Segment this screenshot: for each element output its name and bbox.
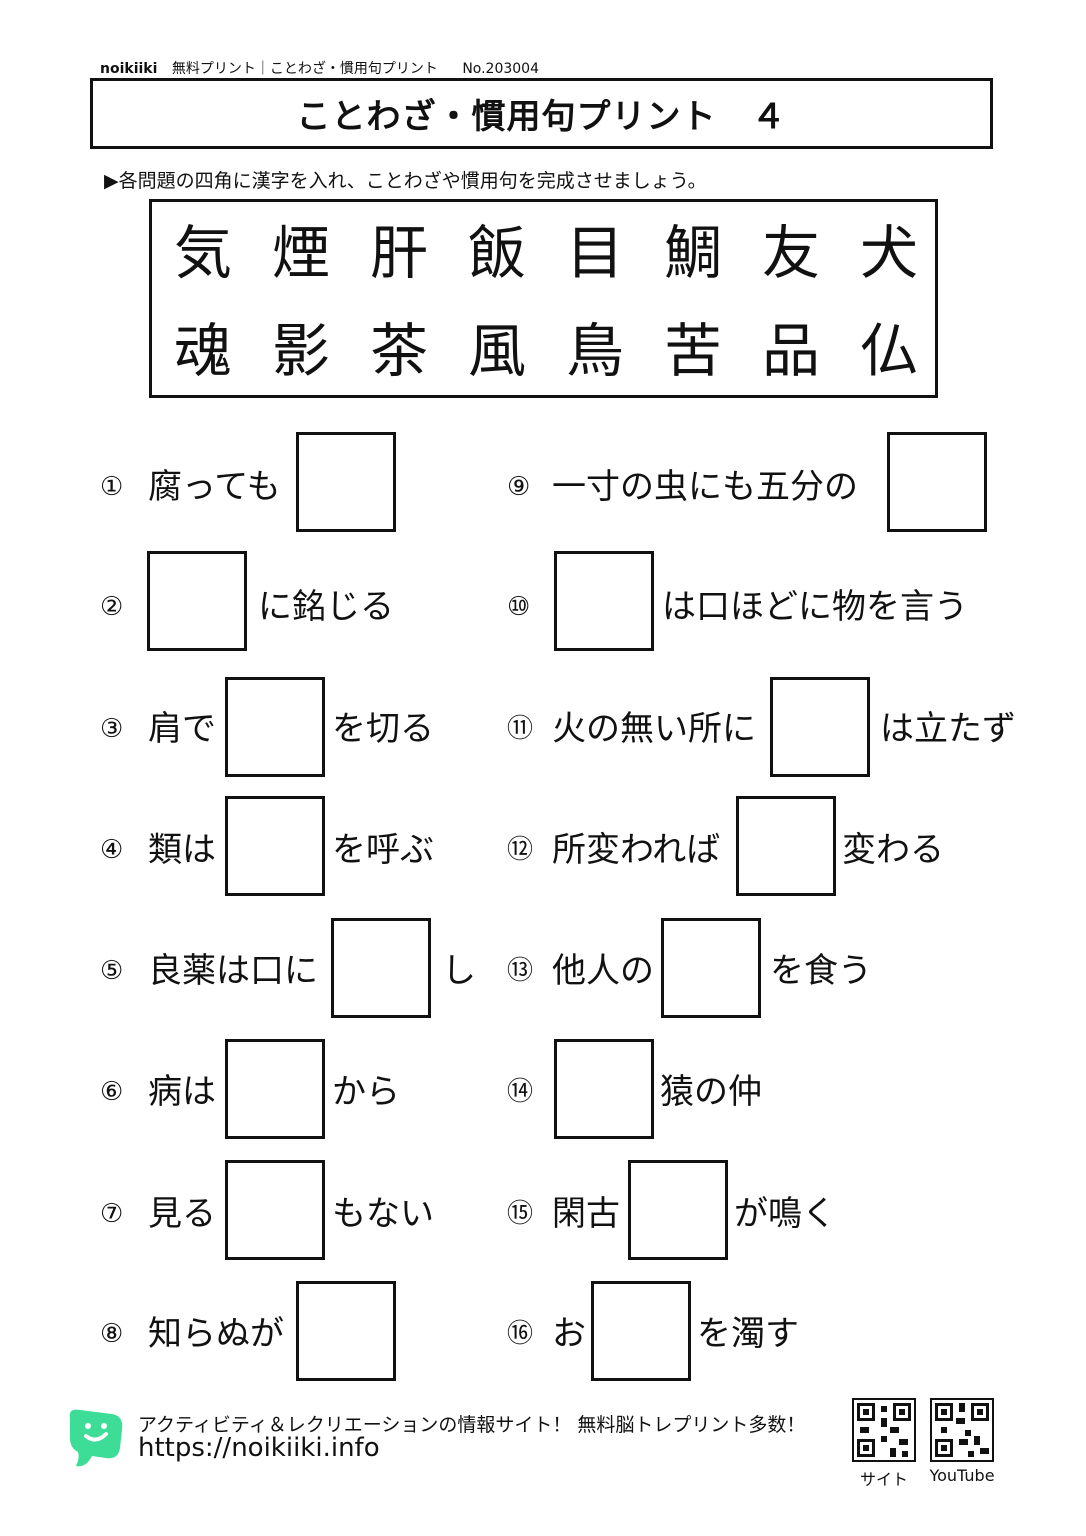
answer-box[interactable] [225,1160,325,1260]
question-text-after: し [442,951,476,991]
question-text-before: 腐っても [148,467,281,507]
question-text-after: から [332,1072,400,1112]
qr-youtube-label: YouTube [929,1466,995,1485]
kanji-choice: 目 [566,219,625,287]
kanji-choice: 煙 [272,219,331,287]
kanji-row-2: 魂 影 茶 風 鳥 苦 品 仏 [174,320,958,382]
question-text-before: 所変われば [552,830,721,870]
kanji-choice: 風 [468,317,527,385]
question-text-after: 猿の仲 [660,1072,762,1112]
question-number: ② [100,592,124,622]
kanji-choice: 品 [762,317,821,385]
question-number: ⑬ [507,956,534,986]
noikiiki-logo-icon [69,1409,123,1467]
print-number: No.203004 [462,61,539,77]
question-number: ⑭ [507,1077,534,1107]
question-text-before: 類は [148,830,216,870]
header-line: noikiiki 無料プリント｜ことわざ・慣用句プリント No.203004 [100,58,539,78]
question-text-after: もない [332,1194,434,1234]
question-text-before: 良薬は口に [148,951,318,991]
instruction-text: ▶各問題の四角に漢字を入れ、ことわざや慣用句を完成させましょう。 [104,170,707,192]
kanji-choices-box: 気 煙 肝 飯 目 鯛 友 犬 魂 影 茶 風 鳥 苦 品 仏 [149,199,938,398]
question-text-before: 見る [148,1194,216,1234]
question-text-after: を切る [332,709,434,749]
answer-box[interactable] [736,796,836,896]
question-text-after: を濁す [697,1314,799,1354]
question-number: ⑩ [507,592,531,622]
kanji-row-1: 気 煙 肝 飯 目 鯛 友 犬 [174,222,958,284]
kanji-choice: 仏 [860,317,919,385]
youtube-qr-code-icon[interactable] [930,1398,994,1462]
answer-box[interactable] [661,918,761,1018]
question-text-before: 火の無い所に [552,709,756,749]
kanji-choice: 鯛 [664,219,723,287]
question-number: ③ [100,714,124,744]
question-text-before: お [552,1314,586,1354]
question-text-after: は立たず [880,709,1016,749]
kanji-choice: 茶 [370,317,429,385]
question-text-before: 他人の [552,951,654,991]
answer-box[interactable] [331,918,431,1018]
answer-box[interactable] [554,551,654,651]
kanji-choice: 友 [762,219,821,287]
question-number: ① [100,472,124,502]
kanji-choice: 肝 [370,219,429,287]
question-text-after: に銘じる [258,587,394,627]
question-number: ⑮ [507,1199,534,1229]
footer-url-link[interactable]: https://noikiiki.info [138,1433,380,1463]
qr-site-label: サイト [859,1470,908,1489]
question-number: ⑦ [100,1199,124,1229]
answer-box[interactable] [628,1160,728,1260]
answer-box[interactable] [225,677,325,777]
answer-box[interactable] [887,432,987,532]
answer-box[interactable] [296,1281,396,1381]
question-text-after: を食う [770,951,872,991]
header-subtitle: 無料プリント｜ことわざ・慣用句プリント [171,61,438,77]
kanji-choice: 気 [174,219,233,287]
question-text-before: 閑古 [552,1194,620,1234]
answer-box[interactable] [591,1281,691,1381]
site-qr-code-icon[interactable] [852,1398,916,1462]
footer-tagline: アクティビティ＆レクリエーションの情報サイト！ 無料脳トレプリント多数！ [138,1414,806,1436]
answer-box[interactable] [296,432,396,532]
question-number: ⑧ [100,1319,124,1349]
question-text-before: 一寸の虫にも五分の [552,467,858,507]
answer-box[interactable] [225,1039,325,1139]
brand-name: noikiiki [100,61,158,77]
question-number: ⑯ [507,1319,534,1349]
kanji-choice: 魂 [174,317,233,385]
answer-box[interactable] [225,796,325,896]
question-number: ⑫ [507,835,534,865]
question-text-before: 病は [148,1072,216,1112]
question-number: ⑥ [100,1077,124,1107]
answer-box[interactable] [770,677,870,777]
question-number: ⑤ [100,956,124,986]
kanji-choice: 犬 [860,219,919,287]
question-text-after: 変わる [842,830,944,870]
question-number: ④ [100,835,124,865]
question-text-before: 肩で [148,709,216,749]
question-text-after: が鳴く [734,1194,836,1234]
question-number: ⑨ [507,472,531,502]
question-text-after: を呼ぶ [332,830,434,870]
question-text-before: 知らぬが [148,1314,284,1354]
kanji-choice: 鳥 [566,317,625,385]
page-title: ことわざ・慣用句プリント ４ [90,78,993,149]
answer-box[interactable] [554,1039,654,1139]
kanji-choice: 影 [272,317,331,385]
kanji-choice: 苦 [664,317,723,385]
kanji-choice: 飯 [468,219,527,287]
question-number: ⑪ [507,714,534,744]
question-text-after: は口ほどに物を言う [662,587,968,627]
answer-box[interactable] [147,551,247,651]
